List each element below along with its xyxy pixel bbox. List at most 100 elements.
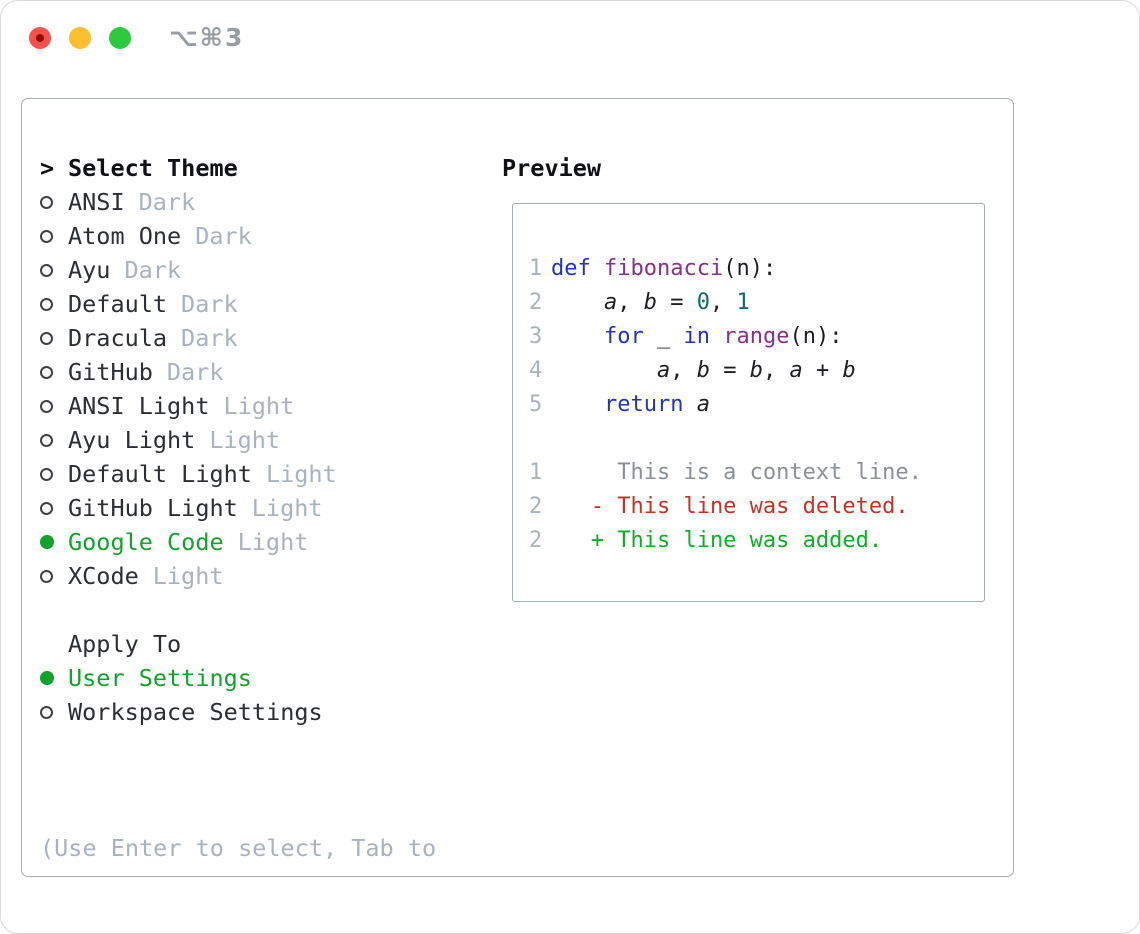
minimize-button[interactable] xyxy=(69,27,91,49)
line-number: 1 xyxy=(529,460,543,485)
radio-icon xyxy=(40,331,53,345)
code-line: 1 def fibonacci(n): xyxy=(529,252,984,286)
preview-pane: 1 def fibonacci(n): 2 a, b = 0, 1 3 for … xyxy=(512,203,985,602)
titlebar: ⌥⌘3 xyxy=(1,1,1139,75)
token-variable: a xyxy=(789,358,803,383)
radio-selected-icon xyxy=(40,671,54,685)
theme-variant: Dark xyxy=(181,324,238,352)
theme-name: Google Code xyxy=(68,528,224,556)
close-button[interactable] xyxy=(29,27,51,49)
theme-name: Default xyxy=(68,290,168,318)
theme-variant: Light xyxy=(209,426,281,454)
theme-variant: Light xyxy=(223,392,295,420)
theme-name: GitHub xyxy=(68,358,153,386)
radio-icon xyxy=(40,263,53,277)
line-number: 2 xyxy=(529,290,543,315)
theme-name: XCode xyxy=(68,562,139,590)
diff-deleted-text: - This line was deleted. xyxy=(551,494,909,519)
theme-option-google-code-light[interactable]: Google Code Light xyxy=(40,525,337,559)
code-line: 5 return a xyxy=(529,388,984,422)
theme-variant: Dark xyxy=(138,188,196,216)
radio-icon xyxy=(40,365,53,379)
code-line: 4 a, b = b, a + b xyxy=(529,354,984,388)
help-line-1: (Use Enter to select, Tab to xyxy=(40,834,437,862)
theme-name: Ayu xyxy=(68,256,111,284)
radio-icon xyxy=(40,569,53,583)
radio-icon xyxy=(40,229,53,243)
theme-name: ANSI Light xyxy=(68,392,210,420)
window-shortcut-label: ⌥⌘3 xyxy=(169,23,245,52)
token-number: 0 xyxy=(696,290,710,315)
theme-option-default-dark[interactable]: Default Dark xyxy=(40,287,337,321)
theme-variant: Light xyxy=(251,494,323,522)
apply-to-header: Apply To xyxy=(40,627,337,661)
code-line: 3 for _ in range(n): xyxy=(529,320,984,354)
token-variable: b xyxy=(643,290,657,315)
radio-icon xyxy=(40,433,53,447)
theme-name: Dracula xyxy=(68,324,168,352)
theme-option-ansi-light[interactable]: ANSI Light Light xyxy=(40,389,337,423)
theme-option-github-dark[interactable]: GitHub Dark xyxy=(40,355,337,389)
preview-title: Preview xyxy=(502,154,602,182)
radio-icon xyxy=(40,297,53,311)
theme-variant: Dark xyxy=(181,290,238,318)
select-theme-title: Select Theme xyxy=(68,154,238,182)
apply-to-title: Apply To xyxy=(68,630,182,658)
line-number: 1 xyxy=(529,256,543,281)
theme-name: Ayu Light xyxy=(68,426,196,454)
token-keyword: return xyxy=(603,392,684,417)
theme-name: Atom One xyxy=(68,222,182,250)
token-keyword: def xyxy=(551,256,591,281)
diff-context-text: This is a context line. xyxy=(551,460,922,485)
theme-option-default-light[interactable]: Default Light Light xyxy=(40,457,337,491)
radio-icon xyxy=(40,501,53,515)
zoom-button[interactable] xyxy=(109,27,131,49)
token-variable: a xyxy=(696,392,710,417)
token-keyword: for xyxy=(603,324,644,349)
radio-icon xyxy=(40,195,53,209)
list-spacer xyxy=(40,593,337,627)
theme-picker-panel: > Select Theme ANSI Dark Atom One Dark A… xyxy=(21,98,1014,877)
theme-variant: Dark xyxy=(124,256,182,284)
token-variable: b xyxy=(749,358,763,383)
theme-option-dracula-dark[interactable]: Dracula Dark xyxy=(40,321,337,355)
line-number: 5 xyxy=(529,392,543,417)
token-variable: a xyxy=(603,290,618,315)
apply-option-label: Workspace Settings xyxy=(68,698,323,726)
radio-icon xyxy=(40,705,53,719)
token-number: 1 xyxy=(736,290,750,315)
diff-line-context: 1 This is a context line. xyxy=(529,456,984,490)
apply-option-label: User Settings xyxy=(68,664,252,692)
theme-name: Default Light xyxy=(68,460,252,488)
theme-variant: Light xyxy=(152,562,224,590)
token-keyword: in xyxy=(683,324,710,349)
theme-variant: Dark xyxy=(166,358,224,386)
theme-option-github-light[interactable]: GitHub Light Light xyxy=(40,491,337,525)
line-number: 4 xyxy=(529,358,543,383)
line-number: 3 xyxy=(529,324,543,349)
help-text: (Use Enter to select, Tab to change focu… xyxy=(40,763,437,933)
diff-line-added: 2 + This line was added. xyxy=(529,524,984,558)
radio-selected-icon xyxy=(40,535,54,549)
line-number: 2 xyxy=(529,528,543,553)
apply-option-workspace-settings[interactable]: Workspace Settings xyxy=(40,695,337,729)
radio-icon xyxy=(40,467,53,481)
token-variable: b xyxy=(842,358,856,383)
theme-list: > Select Theme ANSI Dark Atom One Dark A… xyxy=(40,151,337,729)
theme-option-xcode-light[interactable]: XCode Light xyxy=(40,559,337,593)
diff-added-text: + This line was added. xyxy=(551,528,883,553)
token-variable: a xyxy=(656,358,671,383)
diff-line-deleted: 2 - This line was deleted. xyxy=(529,490,984,524)
token-function: range xyxy=(723,324,790,349)
code-line: 2 a, b = 0, 1 xyxy=(529,286,984,320)
focus-caret-icon: > xyxy=(40,154,55,182)
theme-name: ANSI xyxy=(68,188,125,216)
theme-option-ayu-light[interactable]: Ayu Light Light xyxy=(40,423,337,457)
theme-option-atom-one-dark[interactable]: Atom One Dark xyxy=(40,219,337,253)
apply-option-user-settings[interactable]: User Settings xyxy=(40,661,337,695)
preview-spacer xyxy=(529,422,984,456)
line-number: 2 xyxy=(529,494,543,519)
theme-option-ayu-dark[interactable]: Ayu Dark xyxy=(40,253,337,287)
theme-option-ansi-dark[interactable]: ANSI Dark xyxy=(40,185,337,219)
